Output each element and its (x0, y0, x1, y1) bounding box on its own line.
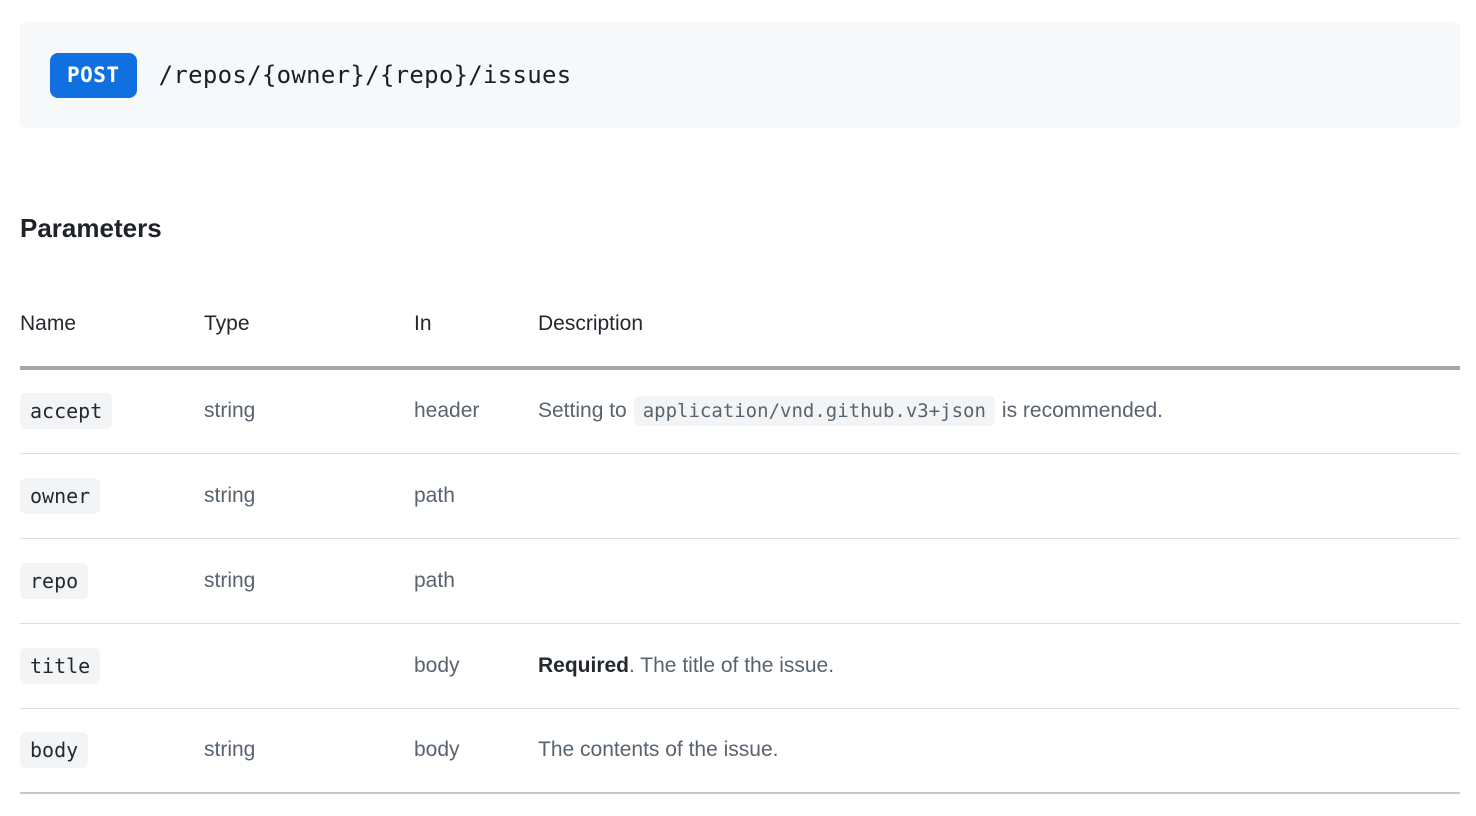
table-row: title body Required. The title of the is… (20, 623, 1460, 709)
inline-code: application/vnd.github.v3+json (633, 395, 995, 426)
param-description (538, 453, 1460, 539)
description-text: is recommended. (1001, 398, 1163, 422)
parameters-table: Name Type In Description accept string h… (20, 284, 1460, 794)
param-type: string (204, 368, 414, 454)
required-label: Required (538, 653, 630, 677)
param-name-owner: owner (20, 477, 101, 514)
param-in: path (414, 453, 538, 539)
table-row: owner string path (20, 453, 1460, 539)
table-header-row: Name Type In Description (20, 284, 1460, 370)
endpoint-header-bar: POST /repos/{owner}/{repo}/issues (20, 22, 1460, 128)
param-name-repo: repo (20, 562, 89, 599)
param-name-body: body (20, 732, 89, 769)
param-type: string (204, 453, 414, 539)
endpoint-path: /repos/{owner}/{repo}/issues (158, 61, 572, 89)
description-text: Setting to (538, 398, 627, 422)
parameters-heading: Parameters (20, 213, 162, 243)
param-in: body (414, 623, 538, 709)
description-text: . The title of the issue. (629, 653, 835, 677)
column-header-in: In (414, 284, 538, 370)
param-name-accept: accept (20, 393, 113, 430)
column-header-description: Description (538, 284, 1460, 370)
param-type: string (204, 708, 414, 794)
param-in: body (414, 708, 538, 794)
column-header-type: Type (204, 284, 414, 370)
param-description (538, 538, 1460, 624)
param-in: header (414, 368, 538, 454)
param-name-title: title (20, 647, 101, 684)
param-description: Required. The title of the issue. (538, 623, 1460, 709)
table-row: repo string path (20, 538, 1460, 624)
param-description: The contents of the issue. (538, 708, 1460, 794)
param-type (204, 623, 414, 709)
param-in: path (414, 538, 538, 624)
http-method-badge: POST (50, 52, 137, 98)
column-header-name: Name (20, 284, 204, 370)
content-area: Parameters Name Type In Description acce… (20, 128, 1460, 794)
table-row: body string body The contents of the iss… (20, 708, 1460, 794)
param-type: string (204, 538, 414, 624)
